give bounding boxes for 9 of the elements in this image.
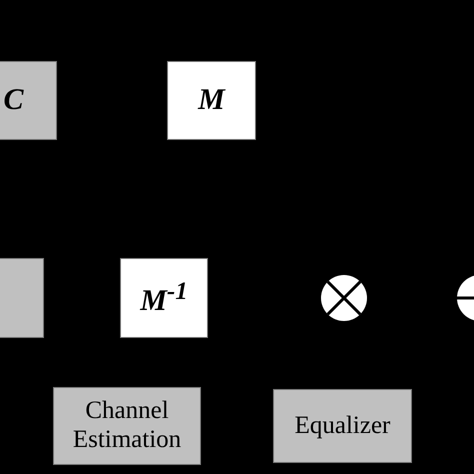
box-label: M	[196, 83, 226, 118]
box-label: Equalizer	[294, 412, 392, 440]
process-box	[167, 61, 256, 140]
box-label: C	[2, 83, 25, 118]
process-box	[273, 389, 412, 463]
process-box	[120, 258, 208, 338]
box-label: Channel Estimation	[72, 397, 182, 455]
process-box	[53, 387, 201, 465]
box-label: M$^{-1}$	[138, 278, 189, 318]
